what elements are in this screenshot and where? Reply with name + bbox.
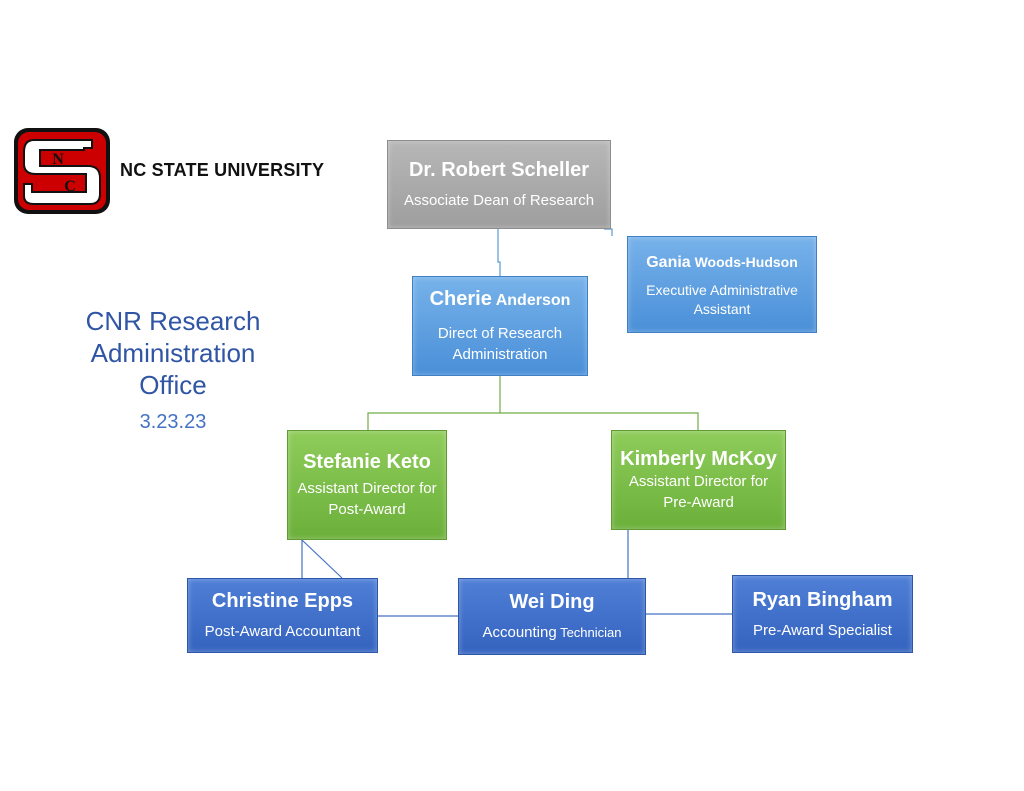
node-ding-name: Wei Ding: [509, 591, 595, 613]
node-woods-hudson: Gania Woods-Hudson Executive Administrat…: [627, 236, 817, 333]
connector-scheller-anderson: [497, 229, 501, 276]
office-date: 3.23.23: [139, 411, 207, 433]
node-bingham: Ryan Bingham Pre-Award Specialist: [732, 575, 913, 653]
nc-state-logo: N C: [14, 128, 110, 214]
node-ding-role-main: Accounting: [482, 624, 557, 641]
node-mckoy: Kimberly McKoy Assistant Director for Pr…: [611, 430, 786, 530]
node-bingham-role: Pre-Award Specialist: [753, 621, 892, 639]
node-keto-role: Assistant Director for Post-Award: [297, 480, 437, 518]
connector-keto-epps-b: [301, 539, 343, 579]
node-scheller-name: Dr. Robert Scheller: [408, 159, 590, 181]
svg-text:C: C: [64, 178, 76, 195]
connector-scheller-woods: [604, 228, 613, 236]
connector-anderson-mckoy: [500, 412, 699, 430]
node-anderson: Cherie Anderson Direct of Research Admin…: [412, 276, 588, 376]
node-woods-hudson-name: Gania Woods-Hudson: [646, 250, 798, 275]
node-woods-hudson-first: Gania: [646, 254, 691, 271]
node-keto-name: Stefanie Keto: [303, 451, 431, 473]
node-mckoy-role: Assistant Director for Pre-Award: [628, 473, 769, 511]
node-ding-role: Accounting Technician: [482, 622, 621, 643]
node-scheller-role: Associate Dean of Research: [403, 192, 595, 209]
node-ding-role-sub: Technician: [556, 625, 622, 640]
node-woods-hudson-role: Executive Administrative Assistant: [646, 282, 798, 317]
node-bingham-name: Ryan Bingham: [752, 588, 893, 611]
university-name: NC STATE UNIVERSITY: [120, 160, 325, 180]
svg-text:N: N: [52, 151, 64, 168]
connector-anderson-managers: [367, 376, 501, 430]
node-epps-name: Christine Epps: [211, 590, 354, 612]
node-scheller: Dr. Robert Scheller Associate Dean of Re…: [387, 140, 611, 229]
node-keto: Stefanie Keto Assistant Director for Pos…: [287, 430, 447, 540]
office-title-line3: Office: [139, 370, 207, 400]
node-anderson-role: Direct of Research Administration: [437, 325, 563, 363]
node-ding: Wei Ding Accounting Technician: [458, 578, 646, 655]
office-title: CNR Research Administration Office 3.23.…: [60, 305, 286, 435]
node-anderson-last: Anderson: [491, 292, 571, 309]
node-anderson-name: Cherie Anderson: [430, 287, 571, 313]
office-title-line2: Administration: [90, 338, 256, 368]
node-woods-hudson-last: Woods-Hudson: [690, 254, 798, 270]
node-mckoy-name: Kimberly McKoy: [620, 448, 777, 470]
node-epps-role: Post-Award Accountant: [204, 623, 361, 640]
node-epps: Christine Epps Post-Award Accountant: [187, 578, 378, 653]
node-anderson-first: Cherie: [429, 288, 492, 310]
office-title-line1: CNR Research: [85, 306, 261, 336]
